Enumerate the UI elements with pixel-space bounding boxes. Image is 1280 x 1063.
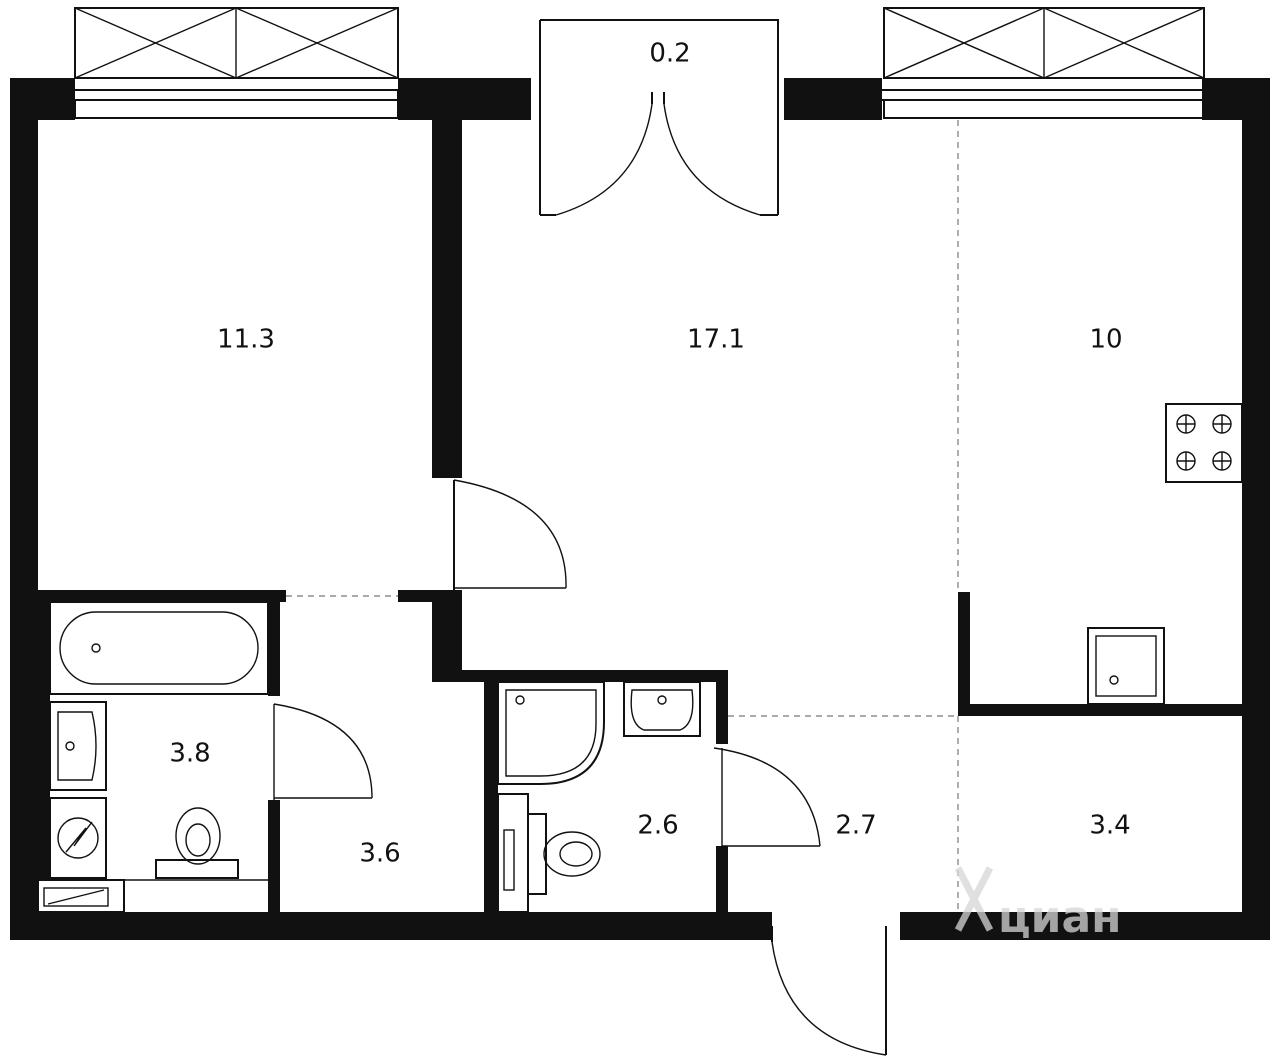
wc-toilet-icon bbox=[527, 813, 601, 895]
hall-right-area-label: 3.4 bbox=[1089, 811, 1130, 841]
watermark-text: циан bbox=[998, 892, 1122, 943]
corridor-area-label: 2.7 bbox=[835, 811, 876, 841]
bathtub-icon bbox=[49, 601, 269, 695]
walls bbox=[10, 78, 1270, 940]
living-area-label: 17.1 bbox=[687, 325, 745, 355]
door-wc bbox=[713, 747, 821, 847]
stove-icon bbox=[1165, 403, 1243, 483]
wc-shelf-icon bbox=[497, 793, 529, 913]
bathroom-area-label: 3.8 bbox=[169, 739, 210, 769]
shower-icon bbox=[497, 681, 605, 785]
washbasin-icon bbox=[49, 701, 107, 791]
boiler-icon bbox=[37, 879, 125, 913]
bedroom-area-label: 11.3 bbox=[217, 325, 275, 355]
balcony bbox=[539, 19, 779, 216]
washing-machine-icon bbox=[49, 797, 107, 879]
entrance-door bbox=[771, 926, 887, 1056]
wc-washbasin-icon bbox=[623, 681, 701, 737]
kitchen-sink-icon bbox=[1087, 627, 1165, 705]
balcony-area-label: 0.2 bbox=[649, 39, 690, 69]
toilet-icon bbox=[155, 807, 239, 879]
hall-left-area-label: 3.6 bbox=[359, 839, 400, 869]
wc-area-label: 2.6 bbox=[637, 811, 678, 841]
window-left bbox=[67, 7, 399, 119]
window-right bbox=[879, 7, 1211, 119]
kitchen-area-label: 10 bbox=[1089, 325, 1122, 355]
door-bedroom bbox=[453, 479, 567, 590]
door-bathroom bbox=[273, 703, 373, 800]
watermark-logo: циан bbox=[954, 866, 1122, 943]
balcony-double-door bbox=[555, 92, 761, 216]
